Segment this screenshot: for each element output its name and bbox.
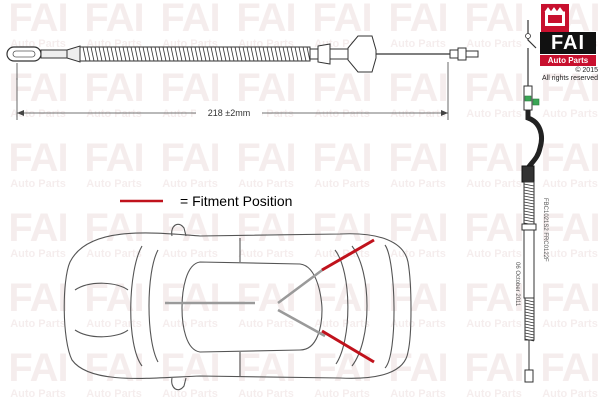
legend-label: = Fitment Position bbox=[180, 193, 292, 209]
dimension-label: 218 ±2mm bbox=[208, 108, 250, 118]
end-ferrule bbox=[40, 49, 68, 59]
logo-brand: FAI bbox=[540, 32, 596, 54]
adjuster-nut bbox=[317, 43, 331, 65]
fitment-legend: = Fitment Position bbox=[120, 193, 292, 209]
part-code-text: FBC1021S2 FRC0122F bbox=[542, 198, 548, 262]
horizontal-cable: 218 ±2mm bbox=[6, 35, 479, 120]
handbrake-routing bbox=[165, 238, 375, 364]
outer-sheath bbox=[525, 110, 544, 170]
rubber-boot bbox=[347, 35, 377, 73]
vertical-cable: FBC1021S2 FRC0122F 06 October 2011 bbox=[514, 20, 548, 383]
fitment-line-lower bbox=[321, 329, 375, 364]
car-outline bbox=[63, 223, 412, 391]
diagram-canvas: 218 ±2mm = Fitment Position bbox=[6, 20, 548, 391]
green-clip bbox=[524, 95, 532, 102]
logo-subtitle: Auto Parts bbox=[540, 55, 596, 66]
copyright-year: © 2015 bbox=[575, 67, 598, 74]
vertical-wire-end bbox=[524, 369, 534, 383]
date-text: 06 October 2011 bbox=[514, 262, 520, 307]
logo-copyright: © 2015 All rights reserved bbox=[540, 67, 598, 83]
logo-emblem-icon bbox=[541, 4, 569, 32]
fitment-line-upper bbox=[321, 238, 375, 272]
wire-end-nipple bbox=[457, 47, 467, 61]
rights-text: All rights reserved bbox=[541, 75, 598, 82]
fai-logo: FAI Auto Parts © 2015 All rights reserve… bbox=[540, 3, 598, 83]
